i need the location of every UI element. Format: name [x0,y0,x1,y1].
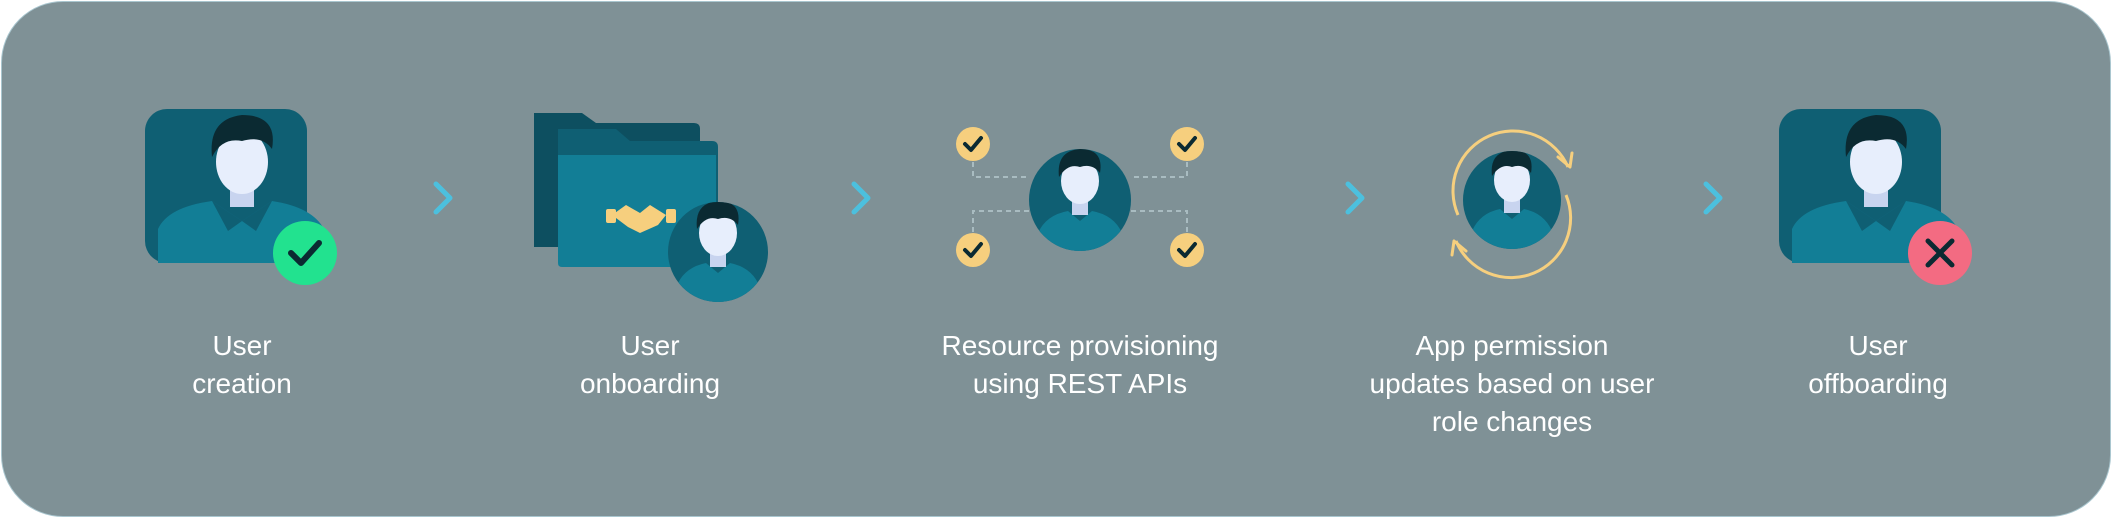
flow-arrow-icon [805,178,878,218]
flow-arrow-icon [387,178,460,218]
flow-arrow-icon [1657,178,1730,218]
user-remove-icon [1708,97,2048,307]
user-sync-icon [1342,97,1682,307]
user-network-check-icon [910,97,1250,307]
step-label: User offboarding [1808,330,1948,399]
folder-handshake-icon [480,97,820,307]
step-label: App permission updates based on user rol… [1369,330,1655,437]
flow-arrow-icon [1299,178,1372,218]
step-label: Resource provisioning using REST APIs [941,330,1219,399]
step-label: User creation [192,330,292,399]
step-label: User onboarding [579,330,721,399]
user-check-icon [72,97,412,307]
